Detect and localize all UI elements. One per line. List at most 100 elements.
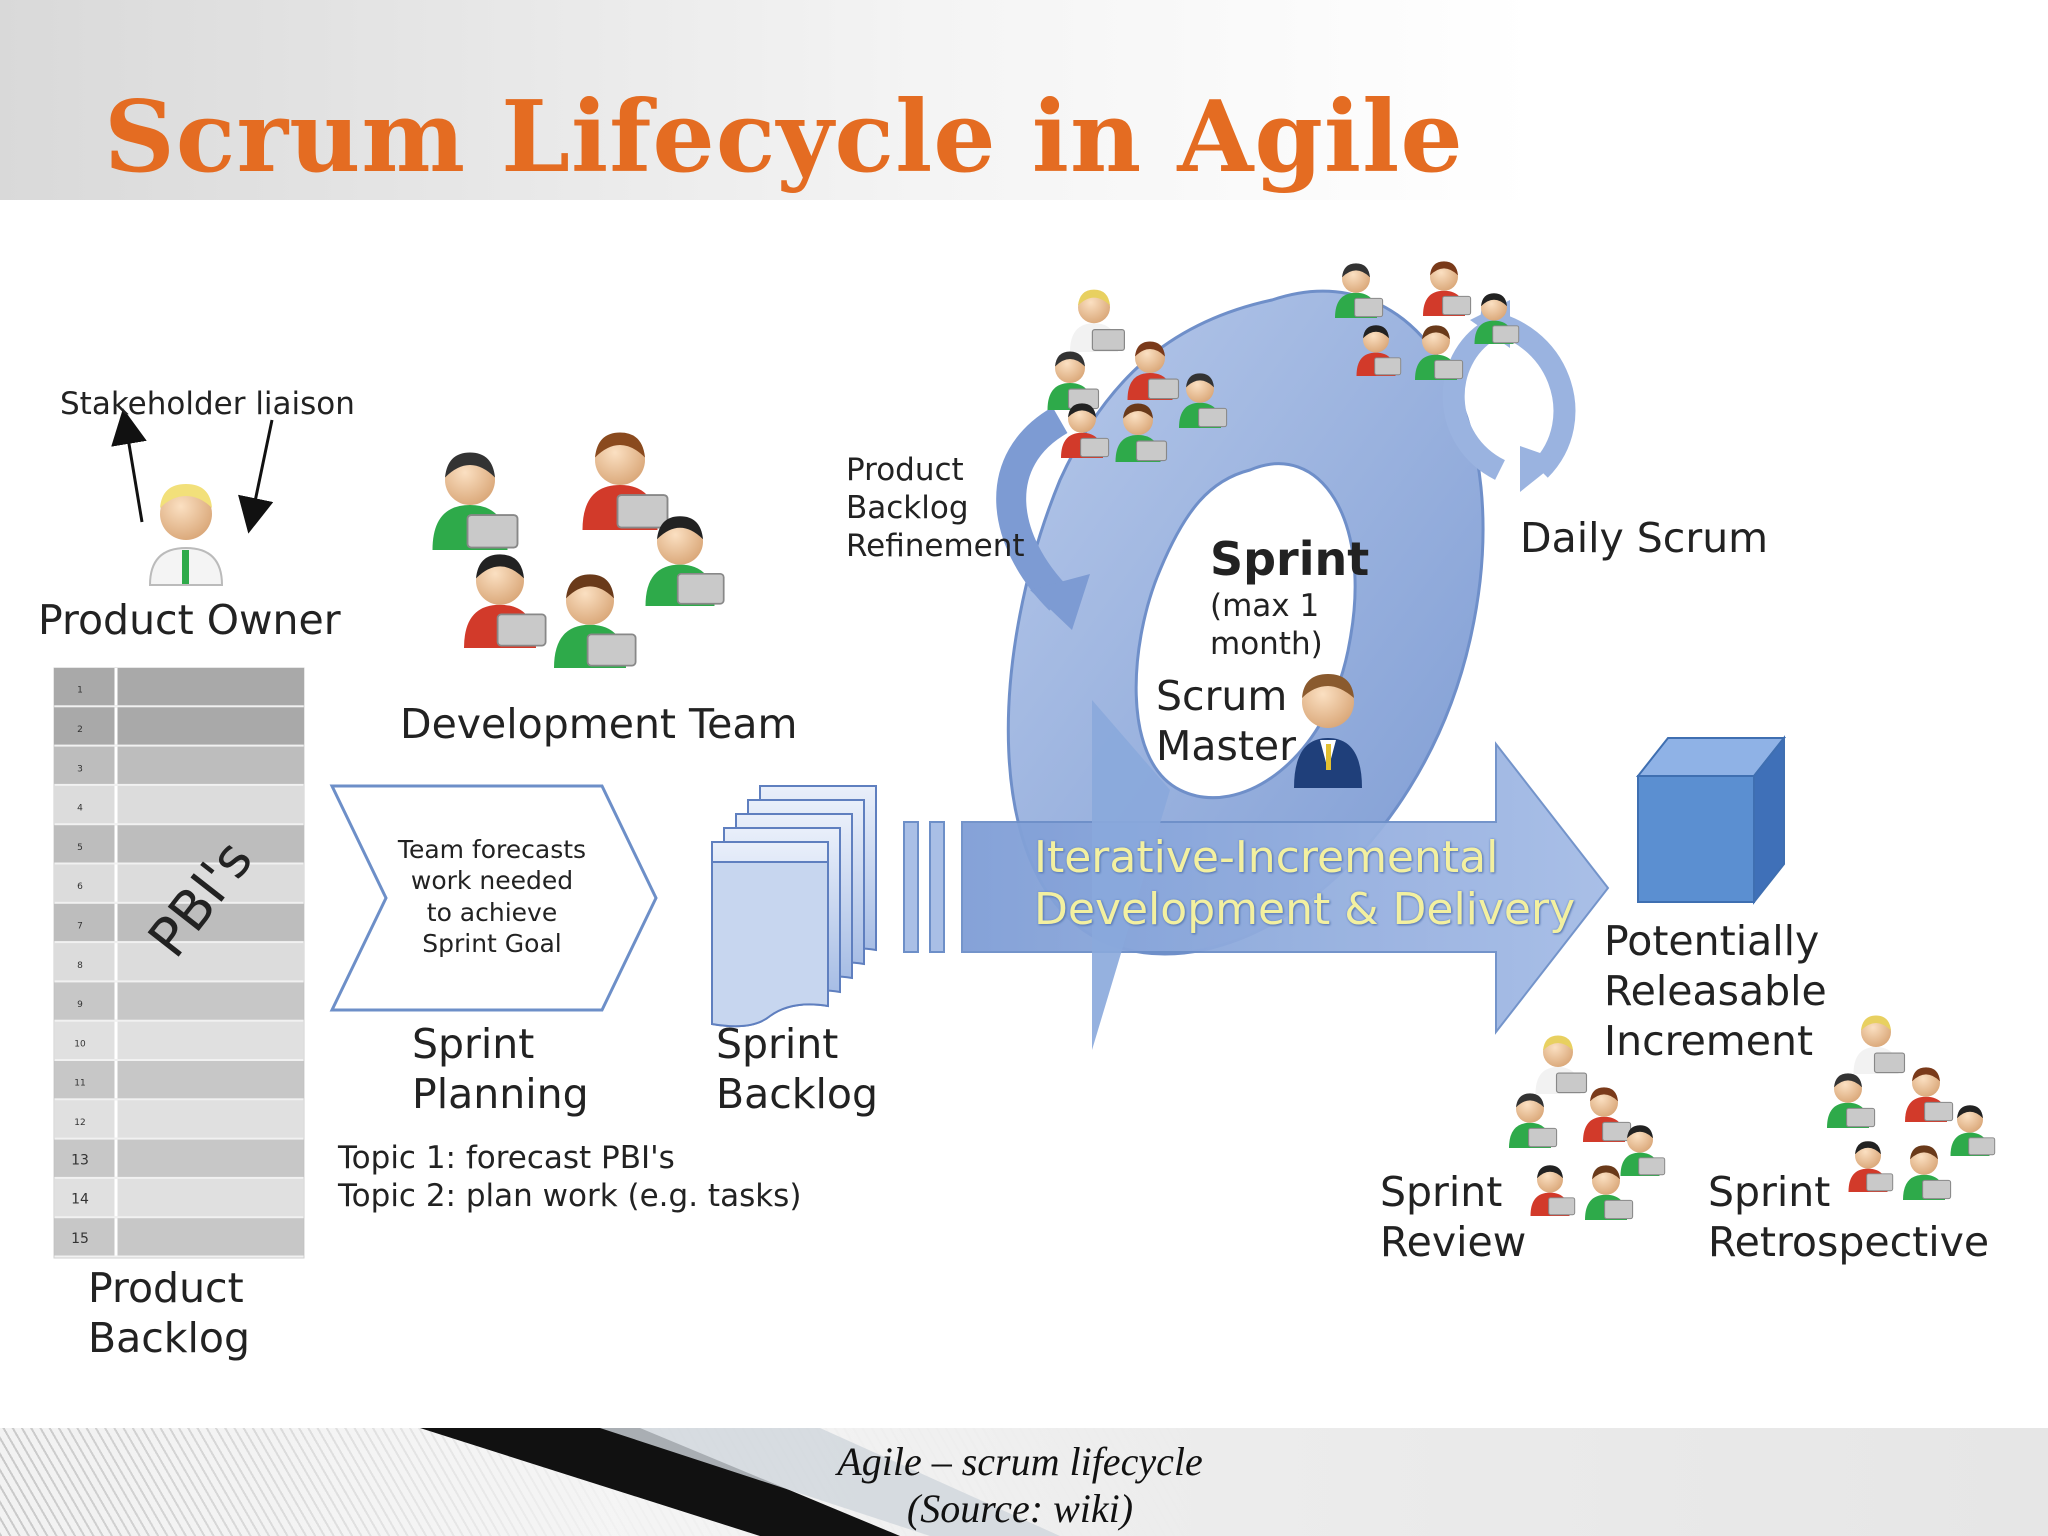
person-figure (432, 452, 519, 550)
sprint-review-label-line2: Review (1380, 1218, 1527, 1266)
person-figure (1853, 1015, 1906, 1074)
planning-box-line: to achieve (426, 897, 558, 927)
backlog-row-number: 9 (77, 1000, 83, 1010)
refinement-label-line: Refinement (846, 527, 1025, 564)
backlog-row (54, 1139, 304, 1177)
review-team-figures (1509, 1035, 1666, 1220)
person-figure (1827, 1073, 1876, 1128)
backlog-row-number: 3 (77, 764, 83, 774)
person-figure (1530, 1165, 1576, 1216)
sprint-planning-label-line1: Sprint (412, 1020, 535, 1068)
increment-label-line: Potentially (1604, 917, 1820, 965)
daily-scrum-label: Daily Scrum (1520, 514, 1769, 562)
sprint-duration-line2: month) (1210, 626, 1323, 662)
person-figure (464, 554, 547, 648)
delivery-arrow-text-line2: Development & Delivery (1034, 884, 1576, 935)
planning-box-line: Team forecasts (397, 835, 587, 864)
backlog-row-number: 11 (74, 1079, 85, 1089)
backlog-row-number: 5 (77, 843, 83, 853)
person-figure (1620, 1125, 1666, 1176)
refinement-label-line: Backlog (846, 489, 969, 526)
stakeholder-arrow-up (111, 408, 147, 523)
backlog-row-number: 4 (77, 804, 83, 814)
backlog-row (54, 1061, 304, 1099)
product-owner-figure (148, 484, 224, 586)
delivery-arrow-text-line1: Iterative-Incremental (1034, 832, 1499, 883)
person-figure (1061, 403, 1110, 458)
backlog-row-number: 10 (74, 1039, 86, 1049)
sprint-label: Sprint (1210, 532, 1370, 586)
stakeholder-liaison-label: Stakeholder liaison (60, 386, 355, 422)
backlog-row-number: 2 (77, 725, 83, 735)
increment-label: Potentially Releasable Increment (1604, 916, 1827, 1066)
person-figure (1070, 289, 1126, 352)
topic1-label: Topic 1: forecast PBI's (338, 1140, 675, 1176)
sprint-backlog-label-line1: Sprint (716, 1020, 839, 1068)
planning-box-line: work needed (410, 866, 574, 896)
product-owner-label: Product Owner (38, 596, 341, 644)
backlog-row (54, 785, 304, 824)
backlog-row (54, 825, 304, 863)
person-figure (1335, 263, 1384, 318)
sprint-review-label-line1: Sprint (1380, 1168, 1503, 1216)
backlog-row-number: 15 (71, 1231, 89, 1247)
backlog-row-number: 6 (77, 882, 83, 892)
backlog-row-number: 14 (71, 1192, 89, 1208)
person-figure (1905, 1067, 1954, 1122)
scrum-master-label-line1: Scrum (1156, 672, 1288, 720)
planning-box-text: Team forecasts work needed to achieve Sp… (392, 834, 592, 959)
person-figure (1423, 261, 1472, 316)
backlog-row-number: 1 (77, 686, 83, 696)
retro-team-figures (1827, 1015, 1996, 1200)
backlog-row (54, 746, 304, 784)
person-figure (554, 574, 637, 668)
person-figure (1356, 325, 1402, 376)
delivery-arrow (903, 700, 1610, 1050)
person-figure (1127, 341, 1180, 400)
person-figure (1415, 325, 1464, 380)
increment-cube (1635, 735, 1787, 905)
backlog-row (54, 1021, 304, 1059)
caption-line2: (Source: wiki) (906, 1486, 1134, 1532)
backlog-row (54, 903, 304, 942)
person-figure (1115, 403, 1168, 462)
increment-label-line: Releasable (1604, 967, 1827, 1016)
scrum-master-label-line2: Master (1156, 722, 1297, 770)
person-figure (1509, 1093, 1558, 1148)
backlog-row (54, 943, 304, 981)
footer-black-wedge (420, 1428, 1060, 1536)
topic2-label: Topic 2: plan work (e.g. tasks) (338, 1178, 802, 1214)
person-figure (1903, 1145, 1952, 1200)
development-team-figures (432, 432, 725, 668)
person-figure (1950, 1105, 1996, 1156)
backlog-row (54, 982, 304, 1020)
person-figure (1047, 351, 1100, 410)
backlog-row-number: 7 (77, 921, 83, 931)
caption-line1: Agile – scrum lifecycle (837, 1439, 1203, 1484)
person-figure (1535, 1035, 1588, 1094)
backlog-row (54, 707, 304, 745)
sprint-duration-line1: (max 1 (1210, 588, 1320, 624)
backlog-row (54, 864, 304, 902)
sprint-retro-label-line1: Sprint (1708, 1168, 1831, 1216)
product-backlog-label-line2: Backlog (88, 1314, 251, 1362)
person-figure (1179, 373, 1228, 428)
caption: Agile – scrum lifecycle (Source: wiki) (640, 1438, 1400, 1532)
header-band (0, 0, 2048, 200)
sprint-backlog-label-line2: Backlog (716, 1070, 879, 1118)
increment-label-line: Increment (1604, 1017, 1814, 1066)
person-figure (1848, 1141, 1894, 1192)
backlog-row (54, 668, 304, 706)
sprint-backlog-pages (711, 785, 877, 1028)
backlog-row (54, 1218, 304, 1256)
sprint-planning-label-line2: Planning (412, 1070, 589, 1118)
stakeholder-arrow-down (238, 419, 274, 534)
person-figure (582, 432, 669, 530)
person-figure (1474, 293, 1520, 344)
daily-scrum-team-figures (1335, 261, 1520, 380)
scrum-master-figure (1294, 674, 1362, 788)
planning-box-line: Sprint Goal (422, 928, 562, 958)
slide-title: Scrum Lifecycle in Agile (104, 80, 1464, 195)
